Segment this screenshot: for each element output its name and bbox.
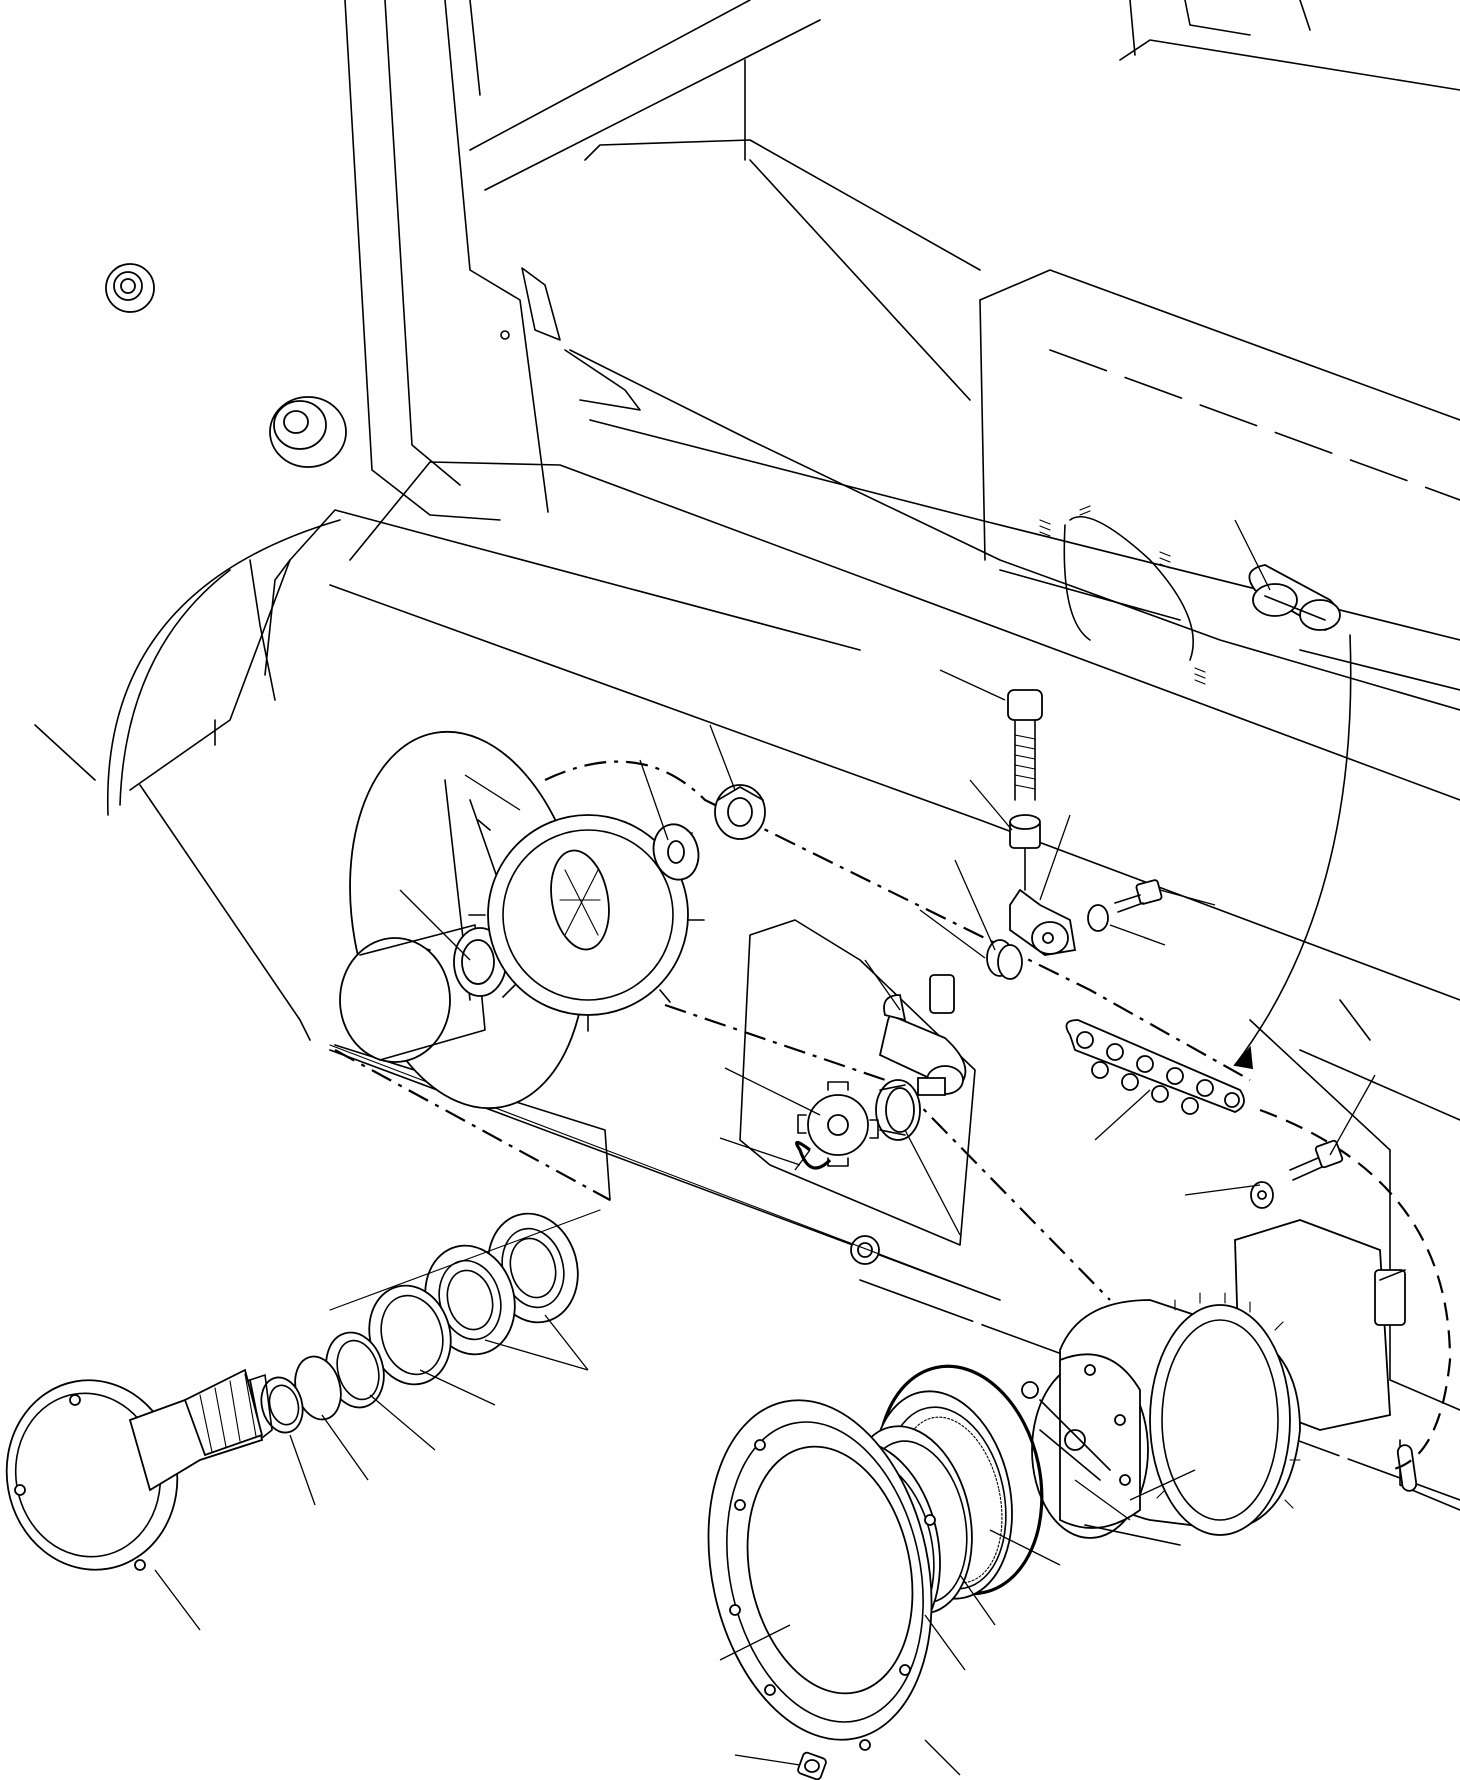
- mounting-flange: [707, 1399, 936, 1751]
- large-sprocket: [468, 814, 705, 1032]
- flange-nut: [797, 1751, 827, 1780]
- retaining-clip: [795, 1140, 832, 1170]
- bushing: [875, 1079, 921, 1141]
- chain-master-link: [1248, 564, 1341, 631]
- connection-arrow: [1234, 634, 1352, 1066]
- shaft-axis-line: [329, 1209, 601, 1311]
- axle-shaft: [5, 1368, 273, 1571]
- tensioner-arm: [1009, 847, 1077, 956]
- hex-screw: [1087, 879, 1163, 932]
- callout-leader-lines: [154, 519, 1376, 1776]
- shaft-seal: [368, 1284, 452, 1386]
- machine-frame: [34, 0, 1460, 1511]
- cap-screw: [1250, 1139, 1344, 1209]
- idler-arm: [878, 974, 967, 1096]
- final-drive-motor: [1021, 1219, 1406, 1546]
- washer-small: [997, 944, 1023, 980]
- washer: [652, 823, 700, 881]
- vertical-bolt: [1007, 689, 1043, 849]
- drive-hub-plate: [339, 730, 587, 1110]
- small-sprocket: [797, 1081, 879, 1167]
- drive-chain: [1065, 1019, 1245, 1115]
- hex-nut: [714, 784, 766, 840]
